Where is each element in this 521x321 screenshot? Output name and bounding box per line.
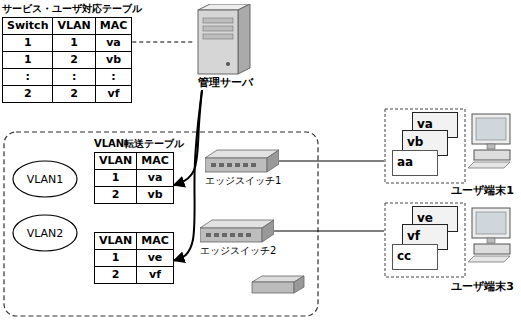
table-node: VLAN転送テーブルVLANMAC1va2vb: [94, 137, 174, 204]
card-node: aa: [392, 150, 438, 176]
edge-switch-symbol: [252, 276, 304, 293]
terminal-label: ユーザ端末3: [451, 280, 514, 294]
table-cell: 1: [95, 170, 137, 187]
server-icon: [194, 4, 256, 76]
connector: [174, 90, 202, 185]
table-cell: VLAN: [95, 233, 137, 250]
table-cell: MAC: [137, 153, 174, 170]
connector: [132, 41, 194, 42]
table-cell: MAC: [96, 18, 133, 35]
nic-label: aa: [397, 155, 413, 169]
table-cell: va: [137, 170, 174, 187]
table-cell: 2: [95, 187, 137, 204]
table-cell: ve: [137, 250, 174, 267]
table-cell: MAC: [137, 233, 174, 250]
nic-label: va: [417, 117, 433, 131]
edge-switch-icon: [200, 218, 274, 244]
table-grid: VLANMAC1ve2vf: [94, 232, 174, 284]
table-cell: VLAN: [95, 153, 137, 170]
table-cell: :: [53, 69, 95, 86]
ellipse-node: VLAN1: [12, 160, 78, 198]
table-cell: vf: [96, 86, 133, 103]
vlan-label: VLAN1: [27, 173, 64, 186]
switch-node: エッジスイッチ1: [205, 148, 279, 187]
table-cell: va: [96, 35, 133, 52]
table-cell: :: [96, 69, 133, 86]
terminal-node: ユーザ端末1 va vb aa: [384, 108, 514, 198]
terminal-label: ユーザ端末1: [451, 184, 514, 198]
connector: [274, 230, 384, 231]
table-cell: :: [3, 69, 53, 86]
server-node: 管理サーバ: [194, 4, 256, 90]
table-cell: 2: [53, 86, 95, 103]
edge-switch-icon: [205, 148, 279, 174]
switch-label: エッジスイッチ1: [205, 174, 279, 187]
nic-label: cc: [397, 249, 411, 263]
table-cell: 2: [53, 52, 95, 69]
table-cell: 1: [95, 250, 137, 267]
table-cell: 2: [3, 86, 53, 103]
switch-label: エッジスイッチ2: [200, 244, 274, 257]
table-cell: 1: [3, 35, 53, 52]
card-node: cc: [392, 244, 438, 270]
switch-node: エッジスイッチ2: [200, 218, 274, 257]
connector: [174, 90, 202, 261]
table-cell: vb: [96, 52, 133, 69]
nic-label: vb: [407, 135, 423, 149]
vlan-region: [4, 132, 318, 316]
table-cell: vf: [137, 267, 174, 284]
table-cell: 1: [53, 35, 95, 52]
connector: [279, 160, 384, 161]
table-cell: VLAN: [53, 18, 95, 35]
table-node: VLANMAC1ve2vf: [94, 232, 174, 284]
table-cell: 2: [95, 267, 137, 284]
table-node: サービス・ユーザ対応テーブルSwitchVLANMAC11va12vb:::22…: [2, 2, 132, 103]
vlan-label: VLAN2: [27, 227, 64, 240]
table-grid: VLANMAC1va2vb: [94, 152, 174, 204]
nic-label: ve: [417, 211, 433, 225]
table-grid: SwitchVLANMAC11va12vb:::22vf: [2, 17, 132, 103]
ellipse-node: VLAN2: [12, 214, 78, 252]
table-cell: 1: [3, 52, 53, 69]
table-cell: Switch: [3, 18, 53, 35]
server-label: 管理サーバ: [194, 76, 256, 90]
terminal-node: ユーザ端末3 ve vf cc: [384, 202, 514, 294]
table-cell: vb: [137, 187, 174, 204]
nic-label: vf: [407, 229, 420, 243]
